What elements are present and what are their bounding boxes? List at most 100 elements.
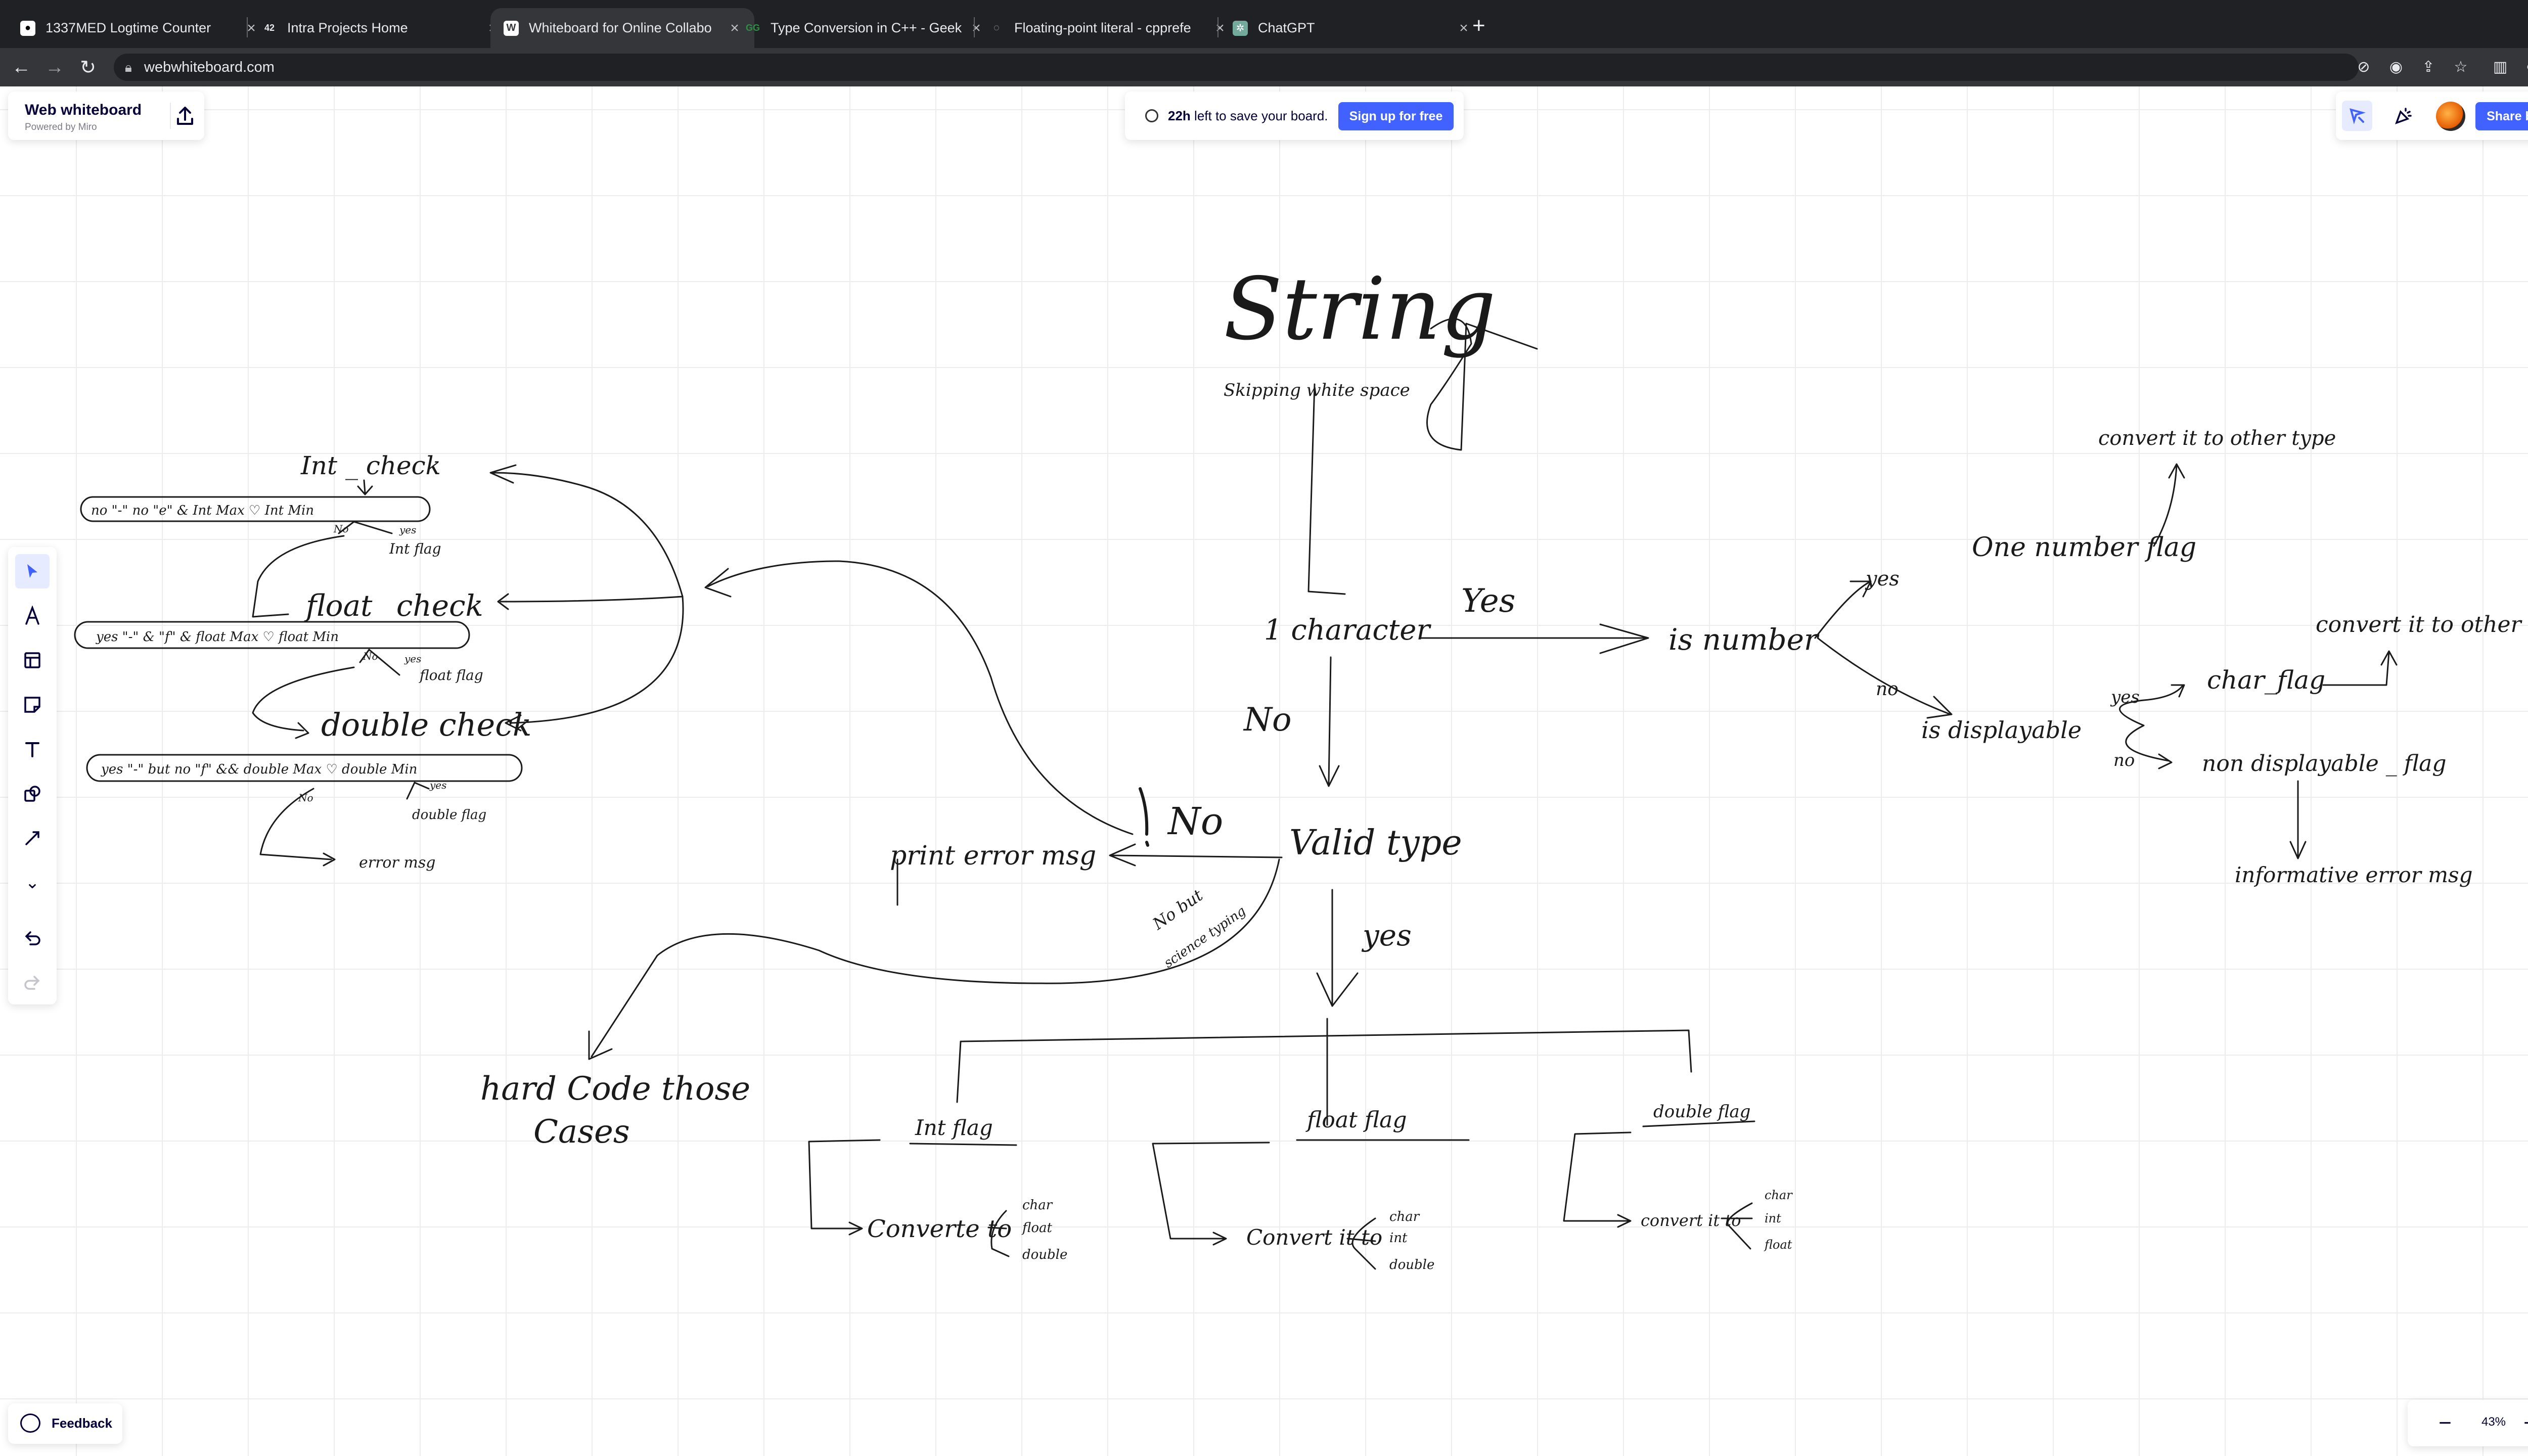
one-number-flag-label: One number flag bbox=[1972, 532, 2196, 563]
no-displayable-label: no bbox=[2113, 750, 2135, 770]
undo-icon[interactable] bbox=[15, 921, 50, 956]
convert-other-type-1: convert it to other type bbox=[2098, 427, 2336, 450]
share-icon[interactable]: ⇪ bbox=[2422, 59, 2435, 75]
tab-cppreference[interactable]: ◌ Floating-point literal - cpprefe × bbox=[976, 8, 1240, 48]
templates-icon[interactable] bbox=[15, 643, 50, 677]
to-checks-arrow bbox=[704, 560, 1134, 835]
reload-button[interactable]: ↻ bbox=[80, 57, 96, 78]
no-arrow bbox=[1319, 656, 1340, 787]
export-upload-icon[interactable] bbox=[170, 103, 198, 129]
whiteboard-canvas[interactable]: String Skipping white space 1 character … bbox=[0, 86, 2528, 1456]
text-tool-icon[interactable] bbox=[15, 732, 50, 766]
profile-avatar[interactable]: ● bbox=[2520, 58, 2528, 78]
float-no-label: No bbox=[363, 650, 378, 662]
convert-other-type-2: convert it to other type bbox=[2316, 612, 2528, 638]
tab-separator bbox=[1217, 17, 1218, 37]
int-flag-small: Int flag bbox=[389, 540, 441, 557]
more-tools-chevron-icon[interactable]: ⌄ bbox=[25, 873, 40, 892]
app-name: Web whiteboard bbox=[25, 102, 142, 118]
sticky-note-icon[interactable] bbox=[15, 688, 50, 722]
zoom-level[interactable]: 43% bbox=[2481, 1415, 2506, 1429]
yes-valid-arrow bbox=[1316, 889, 1359, 1007]
double-convert-brace bbox=[1721, 1202, 1753, 1250]
tab-title: Intra Projects Home bbox=[287, 20, 408, 35]
yes-right-label: yes bbox=[1865, 567, 1900, 590]
close-icon[interactable]: × bbox=[730, 19, 739, 36]
back-button[interactable]: ← bbox=[12, 56, 31, 78]
share-board-button[interactable]: Share board bbox=[2475, 102, 2528, 130]
char-flag-label: char_flag bbox=[2207, 665, 2325, 695]
connection-line-icon[interactable] bbox=[15, 821, 50, 855]
valid-type-label: Valid type bbox=[1289, 823, 1462, 863]
float-convert-label: Convert it to bbox=[1246, 1225, 1382, 1250]
is-displayable-label: is displayable bbox=[1921, 716, 2082, 744]
is-number-yes-arrow bbox=[1814, 580, 1872, 639]
double-convert-label: convert it to bbox=[1641, 1211, 1741, 1230]
tab-separator bbox=[247, 17, 248, 37]
float-check-pill bbox=[74, 621, 470, 649]
google-icon[interactable]: ◉ bbox=[2389, 59, 2403, 75]
float-opt-double: double bbox=[1389, 1257, 1434, 1272]
int-check-pill bbox=[80, 496, 431, 522]
close-icon[interactable]: × bbox=[1459, 19, 1468, 36]
geeksforgeeks-icon: GG bbox=[745, 23, 760, 33]
select-tool-icon[interactable] bbox=[15, 554, 50, 588]
science-typing-arrow bbox=[588, 858, 1280, 1060]
int-opt-char: char bbox=[1022, 1198, 1053, 1213]
double-flag-small: double flag bbox=[412, 807, 486, 823]
yes-label: Yes bbox=[1461, 582, 1515, 620]
powered-by-label: Powered by Miro bbox=[25, 122, 97, 132]
is-displayable-brace bbox=[2119, 684, 2185, 769]
no-right-label: no bbox=[1876, 679, 1899, 700]
float-opt-int: int bbox=[1389, 1231, 1408, 1246]
shapes-icon[interactable] bbox=[15, 777, 50, 811]
clock-icon bbox=[1145, 109, 1158, 122]
pen-tool-icon[interactable] bbox=[15, 599, 50, 633]
int-no-label: No bbox=[333, 523, 349, 535]
tab-whiteboard[interactable]: W Whiteboard for Online Collabo × bbox=[490, 8, 754, 48]
to-convert-arrow-2 bbox=[2322, 650, 2398, 686]
tab-geeks[interactable]: GG Type Conversion in C++ - Geek × bbox=[732, 8, 996, 48]
forward-button[interactable]: → bbox=[45, 56, 64, 78]
int-convert-label: Converte to bbox=[867, 1215, 1012, 1243]
reactions-icon[interactable] bbox=[2342, 101, 2372, 131]
lock-icon: 🔒︎ bbox=[125, 60, 132, 75]
close-icon[interactable]: × bbox=[247, 19, 256, 36]
error-msg-label: error msg bbox=[359, 854, 435, 872]
celebrate-icon[interactable] bbox=[2388, 101, 2419, 131]
float-check-label: float _check bbox=[304, 588, 483, 623]
tab-logtime[interactable]: ● 1337MED Logtime Counter × bbox=[7, 8, 271, 48]
int-check-split bbox=[252, 521, 393, 618]
int-convert-brace bbox=[987, 1210, 1010, 1257]
float-yes-label: yes bbox=[404, 653, 421, 665]
tab-title: ChatGPT bbox=[1258, 20, 1315, 35]
feedback-button[interactable]: Feedback bbox=[8, 1403, 122, 1444]
zoom-out-button[interactable]: − bbox=[2439, 1410, 2452, 1435]
to-informative-arrow bbox=[2289, 780, 2307, 859]
int-check-label: Int _ check bbox=[300, 451, 441, 480]
bookmark-star-icon[interactable]: ☆ bbox=[2454, 59, 2468, 75]
non-displayable-label: non displayable _ flag bbox=[2202, 751, 2447, 777]
chatgpt-icon: ✲ bbox=[1233, 20, 1248, 36]
save-notice-text: 22h left to save your board. bbox=[1168, 108, 1328, 123]
tab-chatgpt[interactable]: ✲ ChatGPT × bbox=[1220, 8, 1483, 48]
extension-icon[interactable]: ⊘ bbox=[2357, 59, 2370, 75]
new-tab-button[interactable]: + bbox=[1472, 13, 1485, 38]
address-bar[interactable]: 🔒︎ webwhiteboard.com bbox=[114, 54, 2359, 81]
hard-code-label: hard Code those bbox=[480, 1070, 750, 1108]
sign-up-button[interactable]: Sign up for free bbox=[1338, 102, 1454, 130]
string-scribble bbox=[1426, 318, 1538, 451]
user-avatar[interactable] bbox=[2436, 102, 2465, 131]
zoom-in-button[interactable]: + bbox=[2514, 1407, 2528, 1439]
print-error-label: print error msg bbox=[890, 841, 1096, 871]
double-check-pill bbox=[86, 754, 523, 782]
miro-w-icon: W bbox=[504, 20, 519, 36]
exclamation-mark bbox=[1139, 787, 1149, 847]
redo-icon[interactable] bbox=[15, 966, 50, 1000]
int-check-conditions: no "-" no "e" & Int Max ♡ Int Min bbox=[91, 503, 314, 518]
tab-title: Whiteboard for Online Collabo bbox=[529, 20, 712, 35]
int-flag-label: Int flag bbox=[915, 1115, 993, 1140]
sidebar-icon[interactable]: ▥ bbox=[2493, 59, 2508, 75]
tab-intra[interactable]: 42 Intra Projects Home × bbox=[249, 8, 513, 48]
feedback-icon bbox=[20, 1414, 40, 1433]
